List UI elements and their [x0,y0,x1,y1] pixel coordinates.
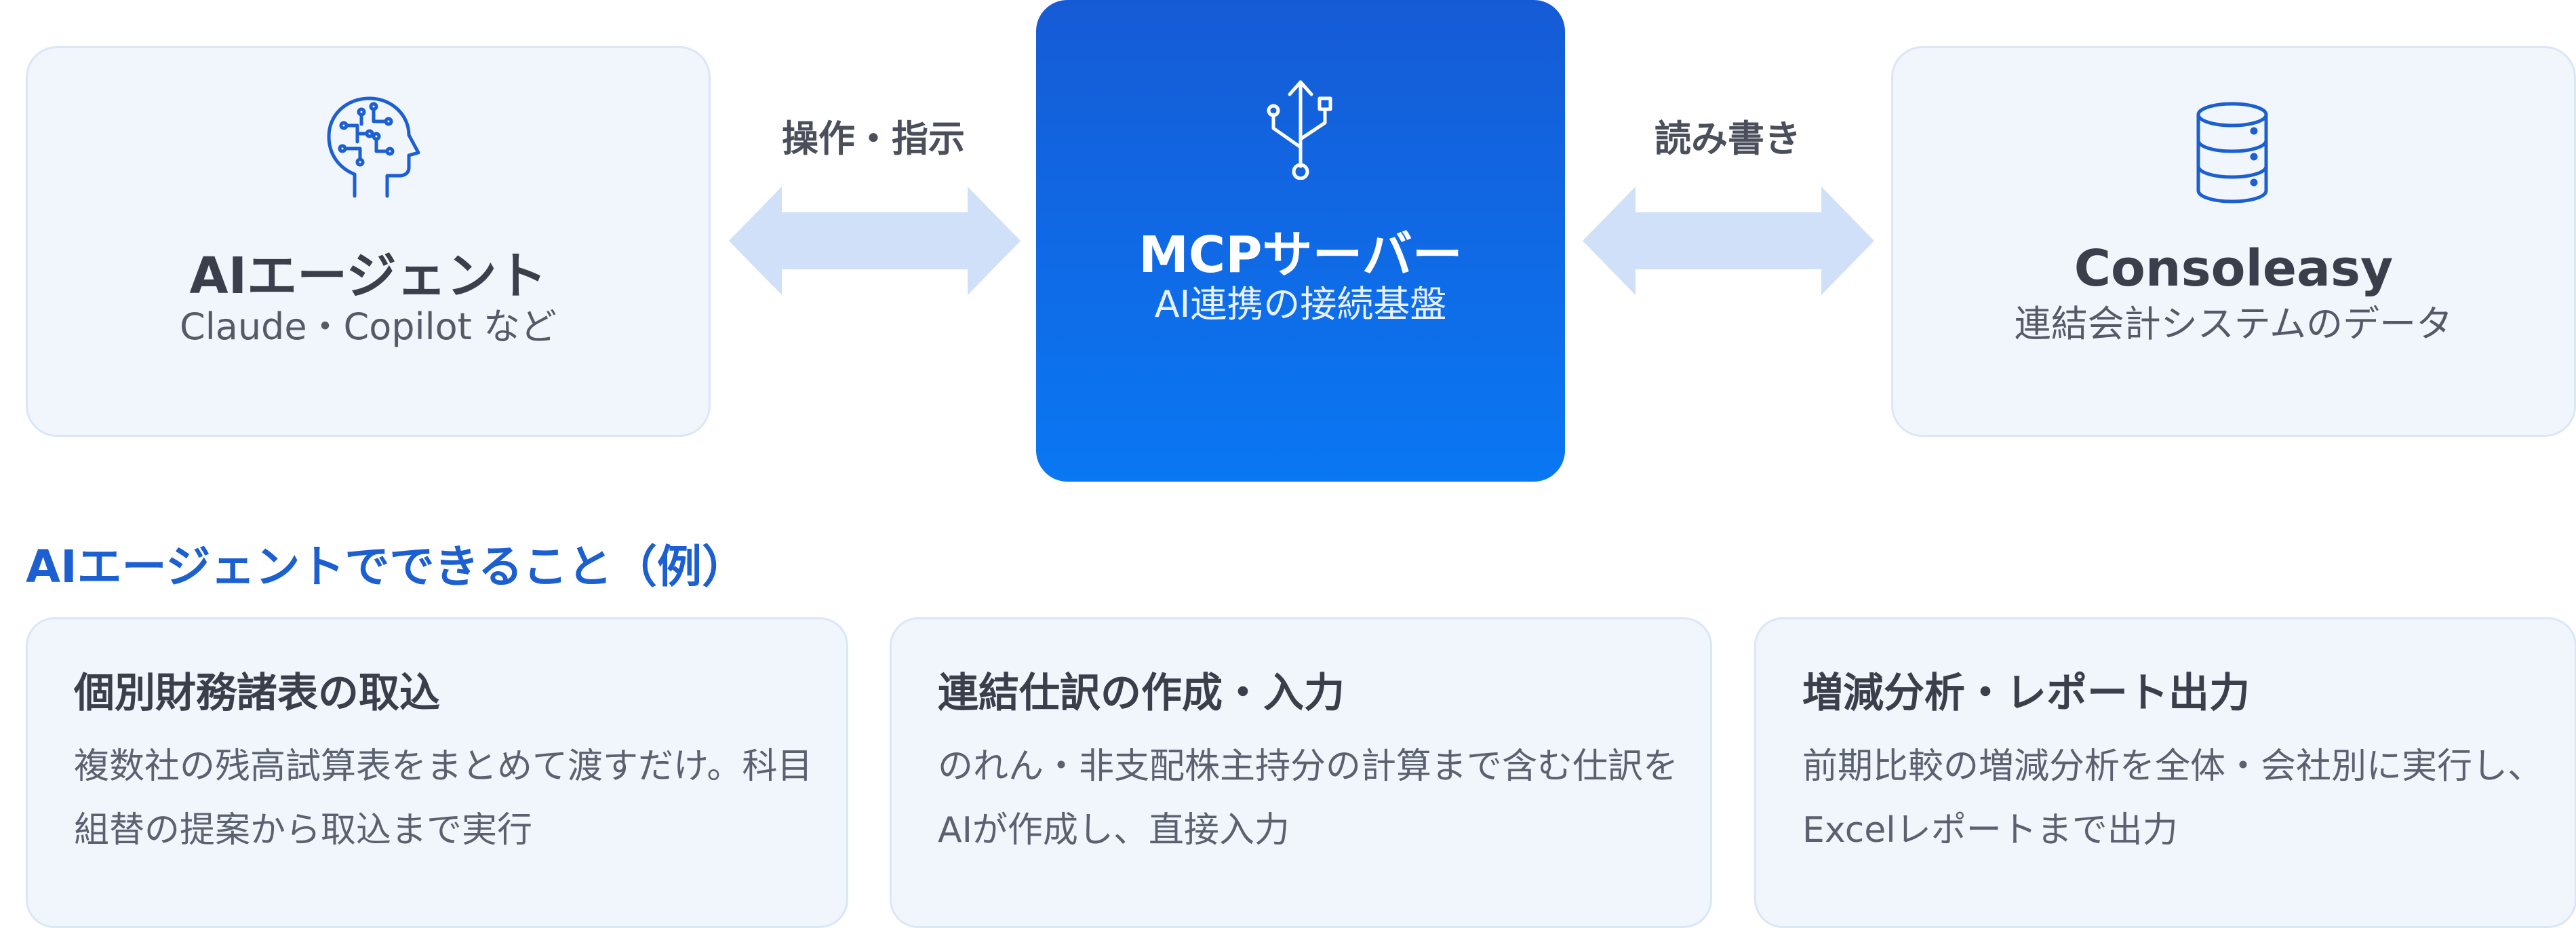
card-title: 個別財務諸表の取込 [74,670,440,717]
double-arrow-right [1583,187,1874,295]
database-icon [2196,102,2268,204]
consoleasy-title: Consoleasy [2074,239,2394,298]
mcp-server-subtitle: AI連携の接続基盤 [1154,283,1447,326]
use-case-card: 個別財務諸表の取込 複数社の残高試算表をまとめて渡すだけ。科目組替の提案から取込… [26,617,848,928]
left-arrow-label: 操作・指示 [782,117,965,160]
use-case-card: 連結仕訳の作成・入力 のれん・非支配株主持分の計算まで含む仕訳をAIが作成し、直… [890,617,1712,928]
ai-agent-node: AIエージェント Claude・Copilot など [26,46,711,437]
mcp-server-title: MCPサーバー [1138,226,1463,284]
card-title: 連結仕訳の作成・入力 [938,670,1345,717]
card-description: のれん・非支配株主持分の計算まで含む仕訳をAIが作成し、直接入力 [938,746,1679,851]
ai-agent-subtitle: Claude・Copilot など [180,305,557,348]
section-heading: AIエージェントでできること（例） [26,541,747,593]
consoleasy-subtitle: 連結会計システムのデータ [2014,303,2453,345]
ai-head-icon [327,96,420,198]
right-arrow-label: 読み書き [1654,117,1801,160]
use-case-card: 増減分析・レポート出力 前期比較の増減分析を全体・会社別に実行し、Excelレポ… [1754,617,2576,928]
card-title: 増減分析・レポート出力 [1802,670,2250,717]
card-description: 複数社の残高試算表をまとめて渡すだけ。科目組替の提案から取込まで実行 [74,746,813,851]
usb-icon [1267,80,1332,180]
ai-agent-title: AIエージェント [189,247,547,305]
double-arrow-left [729,187,1021,295]
consoleasy-node: Consoleasy 連結会計システムのデータ [1891,46,2576,437]
card-description: 前期比較の増減分析を全体・会社別に実行し、Excelレポートまで出力 [1802,746,2543,851]
mcp-server-node: MCPサーバー AI連携の接続基盤 [1036,0,1565,482]
